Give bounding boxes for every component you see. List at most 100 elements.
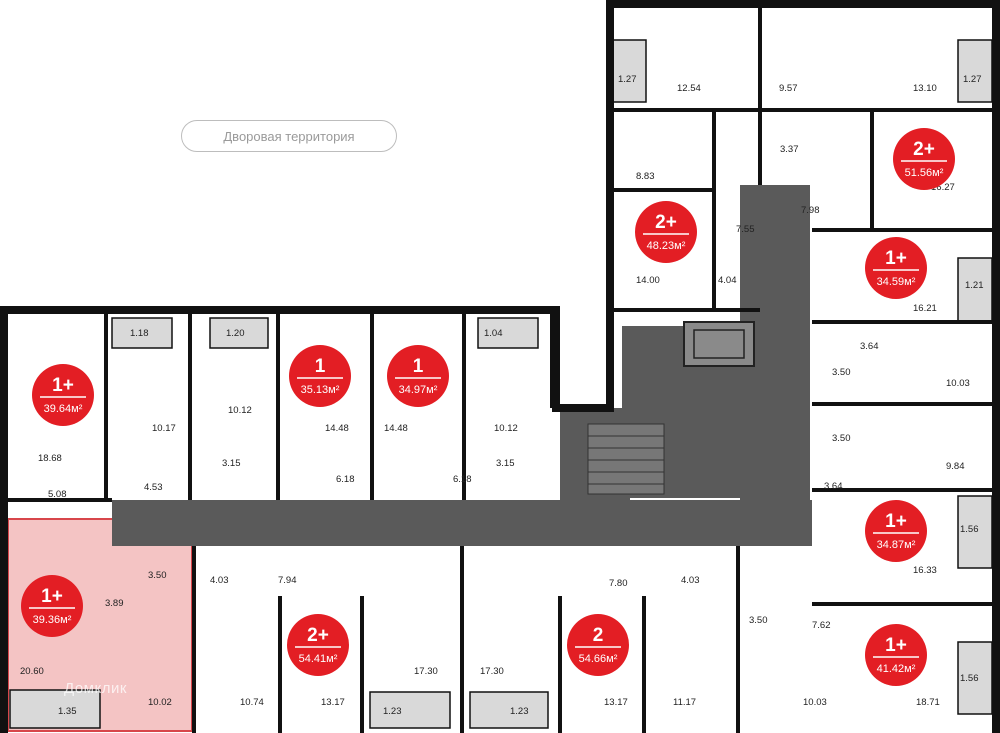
apartment-badge[interactable]: 1 34.97м² <box>387 345 449 407</box>
apartment-type: 2 <box>593 625 604 646</box>
room-area: 6.18 <box>336 474 355 485</box>
room-area: 14.48 <box>325 423 349 434</box>
apartment-area: 41.42м² <box>877 663 916 675</box>
room-area: 7.62 <box>812 620 831 631</box>
apartment-badge[interactable]: 1+ 34.87м² <box>865 500 927 562</box>
room-area: 14.48 <box>384 423 408 434</box>
room-area: 14.00 <box>636 275 660 286</box>
room-area: 3.15 <box>222 458 241 469</box>
room-area: 10.12 <box>494 423 518 434</box>
room-area: 8.83 <box>636 171 655 182</box>
apartment-area: 54.41м² <box>299 653 338 665</box>
balcony-area: 1.23 <box>510 706 529 717</box>
room-area: 13.10 <box>913 83 937 94</box>
apartment-area: 48.23м² <box>647 240 686 252</box>
room-area: 10.17 <box>152 423 176 434</box>
elevator-shaft <box>683 321 755 367</box>
room-area: 7.94 <box>278 575 297 586</box>
room-area: 4.53 <box>144 482 163 493</box>
room-area: 3.50 <box>832 367 851 378</box>
room-area: 3.37 <box>780 144 799 155</box>
room-area: 10.03 <box>946 378 970 389</box>
apartment-type: 1+ <box>52 375 74 396</box>
balcony-area: 1.04 <box>484 328 503 339</box>
room-area: 7.98 <box>801 205 820 216</box>
balcony-area: 1.35 <box>58 706 77 717</box>
apartment-badge[interactable]: 2+ 54.41м² <box>287 614 349 676</box>
room-area: 3.50 <box>749 615 768 626</box>
balcony-area: 1.20 <box>226 328 245 339</box>
apartment-badge[interactable]: 2 54.66м² <box>567 614 629 676</box>
room-area: 3.15 <box>496 458 515 469</box>
room-area: 4.03 <box>210 575 229 586</box>
apartment-badge[interactable]: 1 35.13м² <box>289 345 351 407</box>
room-area: 7.55 <box>736 224 755 235</box>
room-area: 3.50 <box>148 570 167 581</box>
apartment-type: 1+ <box>885 248 907 269</box>
apartment-badge[interactable]: 1+ 41.42м² <box>865 624 927 686</box>
apartment-area: 39.36м² <box>33 614 72 626</box>
balcony-area: 1.21 <box>965 280 984 291</box>
apartment-area: 35.13м² <box>301 384 340 396</box>
apartment-type: 1+ <box>41 586 63 607</box>
balcony-area: 1.27 <box>618 74 637 85</box>
staircase <box>587 423 665 495</box>
apartment-type: 2+ <box>307 625 329 646</box>
courtyard-label: Дворовая территория <box>181 120 397 152</box>
apartment-area: 51.56м² <box>905 167 944 179</box>
room-labels: 18.68 5.08 10.17 4.53 1.18 10.12 3.15 14… <box>20 74 984 717</box>
room-area: 11.17 <box>673 697 696 708</box>
corridor <box>112 185 812 546</box>
apartment-type: 1 <box>315 356 326 377</box>
apartment-badge[interactable]: 1+ 39.64м² <box>32 364 94 426</box>
apartment-type: 2+ <box>913 139 935 160</box>
apartment-badges: 1+ 39.64м² 1 35.13м² 1 34.97м² 2+ 48.23 <box>21 128 955 686</box>
room-area: 4.04 <box>718 275 737 286</box>
balcony-area: 1.23 <box>383 706 402 717</box>
room-area: 17.30 <box>480 666 504 677</box>
balcony-area: 1.56 <box>960 673 979 684</box>
room-area: 17.30 <box>414 666 438 677</box>
apartment-area: 54.66м² <box>579 653 618 665</box>
room-area: 18.71 <box>916 697 940 708</box>
apartment-badge[interactable]: 2+ 48.23м² <box>635 201 697 263</box>
room-area: 12.54 <box>677 83 701 94</box>
room-area: 16.27 <box>931 182 955 193</box>
room-area: 10.12 <box>228 405 252 416</box>
room-area: 16.21 <box>913 303 937 314</box>
apartment-badge[interactable]: 1+ 34.59м² <box>865 237 927 299</box>
balcony-area: 1.27 <box>963 74 982 85</box>
watermark: Домклик <box>64 680 127 697</box>
balcony-area: 1.56 <box>960 524 979 535</box>
room-area: 3.64 <box>860 341 879 352</box>
room-area: 5.08 <box>48 489 67 500</box>
room-area: 9.84 <box>946 461 965 472</box>
apartment-type: 1+ <box>885 511 907 532</box>
room-area: 10.02 <box>148 697 172 708</box>
balcony-area: 1.18 <box>130 328 149 339</box>
apartment-badge[interactable]: 2+ 51.56м² <box>893 128 955 190</box>
interior-walls <box>8 4 996 733</box>
apartment-area: 34.97м² <box>399 384 438 396</box>
room-area: 10.03 <box>803 697 827 708</box>
room-area: 3.89 <box>105 598 124 609</box>
room-area: 3.64 <box>824 481 843 492</box>
room-area: 10.74 <box>240 697 264 708</box>
apartment-type: 1 <box>413 356 424 377</box>
apartment-area: 39.64м² <box>44 403 83 415</box>
room-area: 16.33 <box>913 565 937 576</box>
room-area: 13.17 <box>321 697 345 708</box>
room-area: 4.03 <box>681 575 700 586</box>
room-area: 3.50 <box>832 433 851 444</box>
room-area: 7.80 <box>609 578 628 589</box>
apartment-badge[interactable]: 1+ 39.36м² <box>21 575 83 637</box>
room-area: 20.60 <box>20 666 44 677</box>
apartment-type: 1+ <box>885 635 907 656</box>
apartment-area: 34.59м² <box>877 276 916 288</box>
apartment-type: 2+ <box>655 212 677 233</box>
room-area: 9.57 <box>779 83 798 94</box>
room-area: 6.18 <box>453 474 472 485</box>
